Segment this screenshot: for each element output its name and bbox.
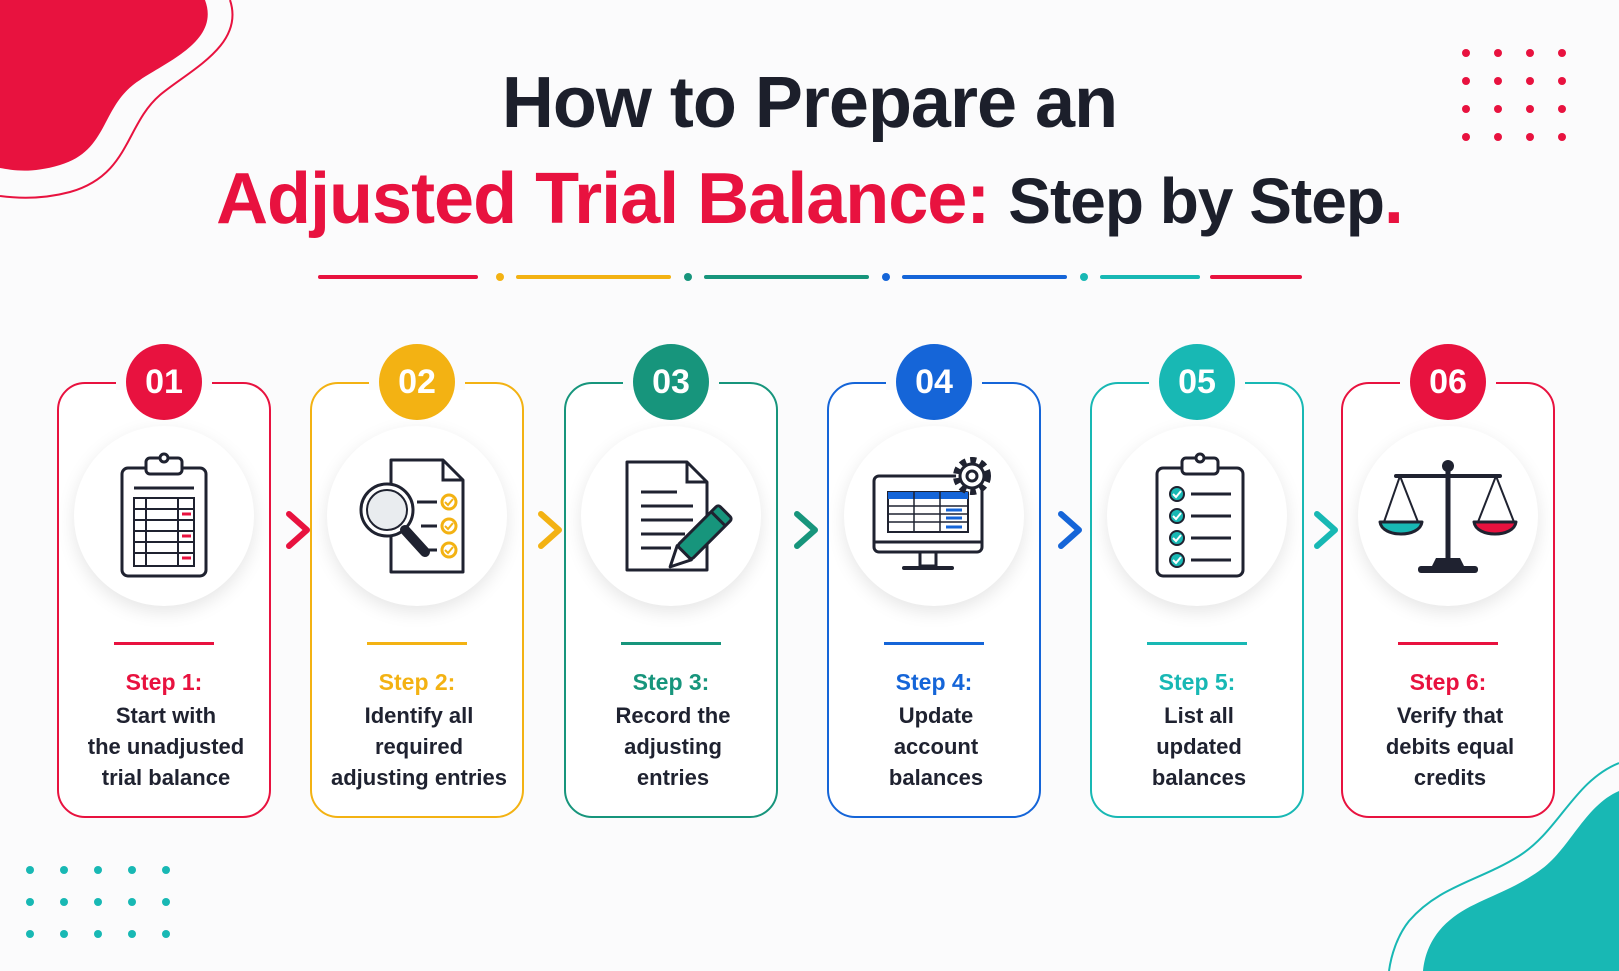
step-description-line: the unadjusted: [87, 734, 245, 759]
step-number-badge: 01: [126, 344, 202, 420]
step-description-line: balances: [1151, 765, 1247, 790]
magnifier-document-icon: [359, 458, 465, 574]
card-divider: [114, 642, 214, 645]
step-card-6: 06 Step 6: Verify that debits equal cred…: [1341, 344, 1555, 818]
step-label: Step 3:: [632, 669, 710, 695]
step-description-line: Verify that: [1396, 703, 1504, 728]
icon-circle: [581, 426, 761, 606]
card-divider: [884, 642, 984, 645]
step-number-badge: 03: [633, 344, 709, 420]
step-description-line: adjusting: [624, 734, 722, 759]
balance-scale-icon: [1378, 460, 1518, 573]
chevron-right-icon: [794, 511, 818, 549]
top-left-blob-decoration: [0, 0, 234, 199]
title-rest-text: Step by Step: [1008, 165, 1385, 237]
step-description-line: entries: [636, 765, 710, 790]
step-description: List all updated balances: [1102, 700, 1296, 793]
card-divider: [1398, 642, 1498, 645]
title-line-1: How to Prepare an: [501, 63, 1118, 143]
card-divider: [621, 642, 721, 645]
step-description-line: required: [374, 734, 464, 759]
card-divider: [367, 642, 467, 645]
step-card-5: 05 Step 5: List all updated balances: [1090, 344, 1304, 818]
chevron-right-icon: [1314, 511, 1338, 549]
step-number-badge: 02: [379, 344, 455, 420]
step-description-line: Update: [898, 703, 974, 728]
step-card-4: 04 Step 4: Update account: [827, 344, 1041, 818]
step-card-1: 01 Step 1: Start with the unadjusted tri…: [57, 344, 271, 818]
step-description: Identify all required adjusting entries: [322, 700, 516, 793]
step-description: Update account balances: [839, 700, 1033, 793]
icon-circle: [844, 426, 1024, 606]
step-description-line: debits equal: [1385, 734, 1515, 759]
step-description: Verify that debits equal credits: [1353, 700, 1547, 793]
step-description: Start with the unadjusted trial balance: [69, 700, 263, 793]
document-pencil-icon: [625, 460, 733, 572]
clipboard-checklist-icon: [1155, 452, 1245, 578]
step-description-line: updated: [1156, 734, 1242, 759]
icon-circle: [74, 426, 254, 606]
card-divider: [1147, 642, 1247, 645]
step-description-line: balances: [888, 765, 984, 790]
step-number-badge: 06: [1410, 344, 1486, 420]
bottom-right-blob-decoration: [1388, 762, 1619, 971]
top-right-dot-grid-decoration: [1462, 49, 1566, 141]
step-label: Step 1:: [125, 669, 203, 695]
monitor-gear-icon: [872, 457, 991, 570]
title-line-2: Adjusted Trial Balance: Step by Step.: [0, 158, 1619, 240]
step-label: Step 5:: [1158, 669, 1236, 695]
chevron-right-icon: [538, 511, 562, 549]
step-description-line: credits: [1413, 765, 1487, 790]
step-description-line: Record the: [615, 703, 731, 728]
icon-circle: [327, 426, 507, 606]
step-card-3: 03 Step 3: Record the adjusting entries: [564, 344, 778, 818]
step-label: Step 4:: [895, 669, 973, 695]
clipboard-ledger-icon: [120, 452, 208, 578]
step-description-line: trial balance: [101, 765, 231, 790]
title-divider: [318, 273, 1302, 281]
step-description-line: List all: [1164, 703, 1234, 728]
chevron-right-icon: [286, 511, 310, 549]
step-description: Record the adjusting entries: [576, 700, 770, 793]
step-card-2: 02 Step 2: Identify all required adjusti…: [310, 344, 524, 818]
step-description-line: Identify all: [364, 703, 474, 728]
step-label: Step 6:: [1409, 669, 1487, 695]
step-label: Step 2:: [378, 669, 456, 695]
title-accent-text: Adjusted Trial Balance:: [216, 159, 990, 239]
step-number-badge: 05: [1159, 344, 1235, 420]
step-description-line: Start with: [115, 703, 217, 728]
step-description-line: adjusting entries: [330, 765, 508, 790]
icon-circle: [1358, 426, 1538, 606]
icon-circle: [1107, 426, 1287, 606]
bottom-left-dot-grid-decoration: [26, 866, 170, 938]
step-description-line: account: [893, 734, 979, 759]
step-number-badge: 04: [896, 344, 972, 420]
title-dot: .: [1383, 159, 1404, 239]
chevron-right-icon: [1058, 511, 1082, 549]
